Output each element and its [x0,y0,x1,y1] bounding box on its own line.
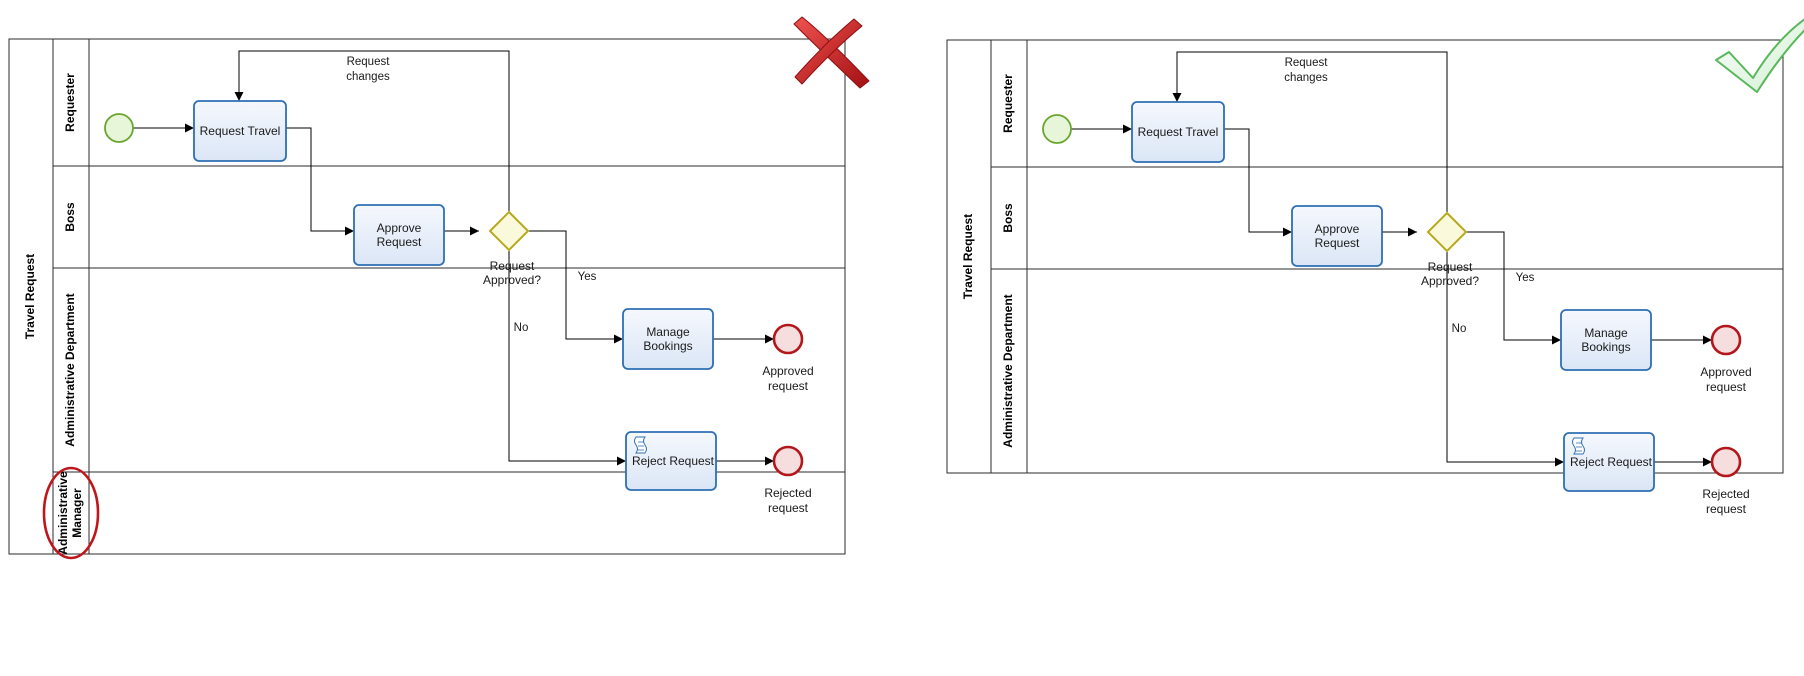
lane-label: Boss [1001,203,1015,233]
script-task-icon [634,436,647,454]
task-box [353,204,445,266]
pool-label: Travel Request [961,214,975,299]
end-event-rejected[interactable] [772,445,804,477]
task-box [622,308,714,370]
highlight-circle [42,466,100,560]
task-box [1560,309,1652,371]
pool-label: Travel Request [23,254,37,339]
task-label: Reject Request [1570,455,1653,469]
lane-label: Administrative Department [1001,294,1015,447]
gateway-label: Approved? [1421,274,1479,288]
flow-label-request-changes: changes [346,71,390,83]
flow-request-changes [1172,51,1448,213]
flow-request-to-approve [286,127,354,236]
task-reject-request[interactable]: Reject Request [625,431,717,491]
task-label: Approve [1315,222,1360,236]
flow-label-request-changes: Request [1285,57,1329,69]
task-label: Bookings [643,339,692,353]
task-label: Request [1315,236,1360,250]
gateway-diamond [1426,211,1468,253]
start-event[interactable] [1042,114,1072,144]
task-label: Approve [377,221,422,235]
flow-label-no: No [514,322,529,334]
task-label: Reject Request [632,454,715,468]
gateway-label: Approved? [483,273,541,287]
task-request-travel[interactable]: Request Travel [1131,101,1225,163]
flow-label-yes: Yes [1516,272,1535,284]
end-event-label: Rejected [764,486,811,500]
lane-label: Administrative [56,471,70,555]
task-box [1291,205,1383,267]
lane-1: Boss [53,165,845,232]
gateway-label: Request [1428,260,1473,274]
lane-2: Administrative Department [991,268,1783,448]
lane-label: Administrative Department [63,293,77,446]
flow-label-request-changes: changes [1284,72,1328,84]
task-label: Manage [1584,326,1628,340]
lane-2: Administrative Department [53,267,845,447]
task-label: Request [377,235,422,249]
end-event-label: request [768,501,809,515]
diagram-correct: Travel Request RequesterBossAdministrativ… [946,18,1804,516]
pool: Travel Request [8,38,846,555]
end-event-rejected[interactable] [1710,446,1742,478]
task-label: Manage [646,325,690,339]
flow-no-to-reject [508,250,626,466]
gateway-diamond [488,210,530,252]
lane-1: Boss [991,166,1783,233]
red-cross-icon [793,16,870,89]
lane-label: Requester [1001,74,1015,133]
end-event-label: Approved [762,364,813,378]
task-box [193,100,287,162]
lane-0: Requester [1001,74,1015,133]
gateway-label: Request [490,259,535,273]
script-task-icon [1572,437,1585,455]
task-box [1131,101,1225,163]
task-label: Bookings [1581,340,1630,354]
task-request-travel[interactable]: Request Travel [193,100,287,162]
flow-no-to-reject [1446,251,1564,467]
flow-yes-to-manage [1466,231,1561,345]
lane-label: Requester [63,73,77,132]
lane-0: Requester [63,73,77,132]
flow-yes-to-manage [528,230,623,344]
task-label: Request Travel [1138,125,1219,139]
flow-request-to-approve [1224,128,1292,237]
flow-label-request-changes: Request [347,56,391,68]
flow-request-changes [234,50,510,212]
task-box [625,431,717,491]
end-event-label: request [1706,380,1747,394]
flow-label-yes: Yes [578,271,597,283]
lane-label: Manager [70,488,84,538]
end-event-approved[interactable] [772,323,804,355]
end-event-label: request [1706,502,1747,516]
green-check-icon [1715,18,1804,93]
end-event-label: Approved [1700,365,1751,379]
end-event-approved[interactable] [1710,324,1742,356]
diagram-incorrect: Travel Request RequesterBossAdministrativ… [8,16,870,560]
end-event-label: Rejected [1702,487,1749,501]
task-reject-request[interactable]: Reject Request [1563,432,1655,492]
pool-border [8,38,846,555]
flow-label-no: No [1452,323,1467,335]
start-event[interactable] [104,113,134,143]
end-event-label: request [768,379,809,393]
lane-label: Boss [63,202,77,232]
task-label: Request Travel [200,124,281,138]
task-box [1563,432,1655,492]
